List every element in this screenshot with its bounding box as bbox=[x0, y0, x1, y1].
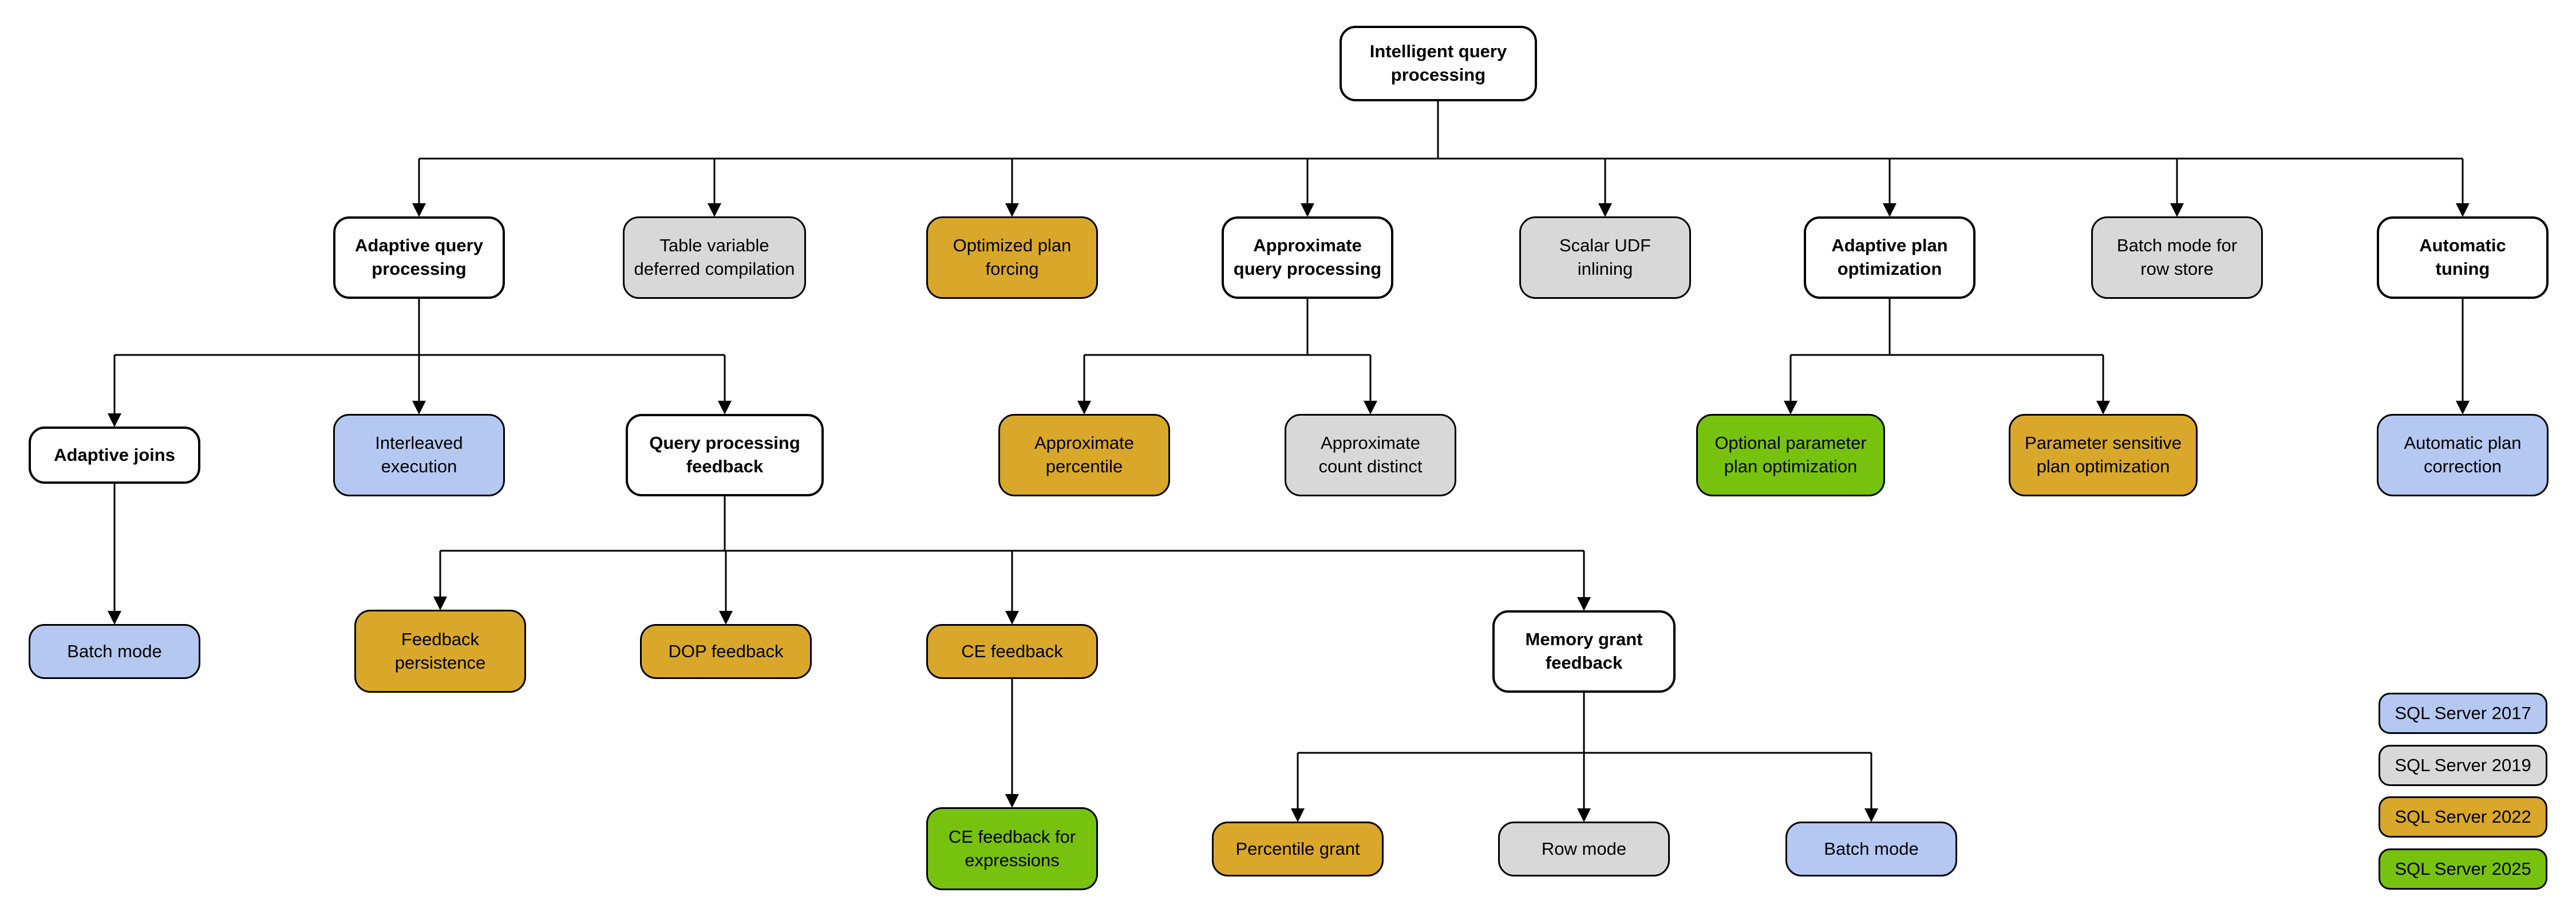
node-adaptive-query-processing: Adaptive query processing bbox=[333, 216, 505, 299]
node-label: Approximate percentile bbox=[1034, 433, 1135, 476]
legend-label: SQL Server 2022 bbox=[2395, 807, 2531, 827]
legend-item-sql-server-2017: SQL Server 2017 bbox=[2379, 693, 2547, 734]
node-table-variable-deferred-compilation: Table variable deferred compilation bbox=[623, 216, 806, 299]
node-label: Automatic plan correction bbox=[2404, 433, 2522, 476]
node-parameter-sensitive-plan-optimization: Parameter sensitive plan optimization bbox=[2009, 414, 2198, 496]
node-batch-mode-for-row-store: Batch mode for row store bbox=[2091, 216, 2263, 299]
node-label: Row mode bbox=[1541, 838, 1627, 859]
node-label: Optimized plan forcing bbox=[953, 235, 1072, 279]
node-scalar-udf-inlining: Scalar UDF inlining bbox=[1519, 216, 1691, 299]
legend-item-sql-server-2025: SQL Server 2025 bbox=[2379, 848, 2547, 890]
node-label: DOP feedback bbox=[668, 641, 784, 661]
node-label: Query processing feedback bbox=[649, 433, 800, 476]
node-label: Batch mode bbox=[67, 641, 162, 661]
node-batch-mode-adaptive-joins: Batch mode bbox=[29, 624, 200, 679]
node-label: Automatic tuning bbox=[2419, 235, 2506, 279]
node-label: Feedback persistence bbox=[394, 629, 486, 673]
node-row-mode: Row mode bbox=[1498, 822, 1670, 876]
node-adaptive-plan-optimization: Adaptive plan optimization bbox=[1804, 216, 1976, 299]
node-label: Scalar UDF inlining bbox=[1559, 235, 1652, 279]
node-memory-grant-feedback: Memory grant feedback bbox=[1492, 610, 1676, 693]
node-label: Interleaved execution bbox=[375, 433, 463, 476]
node-query-processing-feedback: Query processing feedback bbox=[626, 414, 824, 496]
node-label: Batch mode bbox=[1824, 838, 1919, 859]
node-adaptive-joins: Adaptive joins bbox=[29, 427, 200, 484]
node-automatic-plan-correction: Automatic plan correction bbox=[2377, 414, 2549, 496]
node-label: CE feedback bbox=[961, 641, 1063, 661]
legend-item-sql-server-2019: SQL Server 2019 bbox=[2379, 745, 2547, 786]
node-label: Memory grant feedback bbox=[1525, 629, 1643, 673]
legend-label: SQL Server 2017 bbox=[2395, 703, 2531, 723]
node-approximate-query-processing: Approximate query processing bbox=[1222, 216, 1393, 299]
node-feedback-persistence: Feedback persistence bbox=[354, 610, 526, 693]
node-label: Table variable deferred compilation bbox=[634, 235, 795, 279]
node-optional-parameter-plan-optimization: Optional parameter plan optimization bbox=[1696, 414, 1885, 496]
node-ce-feedback-for-expressions: CE feedback for expressions bbox=[926, 807, 1098, 890]
node-approximate-count-distinct: Approximate count distinct bbox=[1285, 414, 1456, 496]
node-label: Batch mode for row store bbox=[2116, 235, 2238, 279]
node-label: Intelligent query processing bbox=[1369, 41, 1507, 85]
node-label: Adaptive joins bbox=[54, 444, 175, 465]
node-dop-feedback: DOP feedback bbox=[640, 624, 812, 679]
node-label: Adaptive plan optimization bbox=[1831, 235, 1948, 279]
node-percentile-grant: Percentile grant bbox=[1212, 822, 1384, 876]
node-label: Percentile grant bbox=[1235, 838, 1360, 859]
node-batch-mode-memory-grant: Batch mode bbox=[1785, 822, 1957, 876]
legend-label: SQL Server 2019 bbox=[2395, 755, 2531, 775]
node-optimized-plan-forcing: Optimized plan forcing bbox=[926, 216, 1098, 299]
node-intelligent-query-processing: Intelligent query processing bbox=[1340, 26, 1537, 101]
node-label: CE feedback for expressions bbox=[948, 826, 1076, 870]
node-approximate-percentile: Approximate percentile bbox=[998, 414, 1170, 496]
node-label: Approximate query processing bbox=[1233, 235, 1382, 279]
node-interleaved-execution: Interleaved execution bbox=[333, 414, 505, 496]
node-label: Optional parameter plan optimization bbox=[1714, 433, 1867, 476]
node-label: Approximate count distinct bbox=[1318, 433, 1423, 476]
node-automatic-tuning: Automatic tuning bbox=[2377, 216, 2549, 299]
legend-label: SQL Server 2025 bbox=[2395, 859, 2531, 879]
node-label: Parameter sensitive plan optimization bbox=[2025, 433, 2182, 476]
legend-item-sql-server-2022: SQL Server 2022 bbox=[2379, 796, 2547, 838]
node-label: Adaptive query processing bbox=[355, 235, 483, 279]
node-ce-feedback: CE feedback bbox=[926, 624, 1098, 679]
